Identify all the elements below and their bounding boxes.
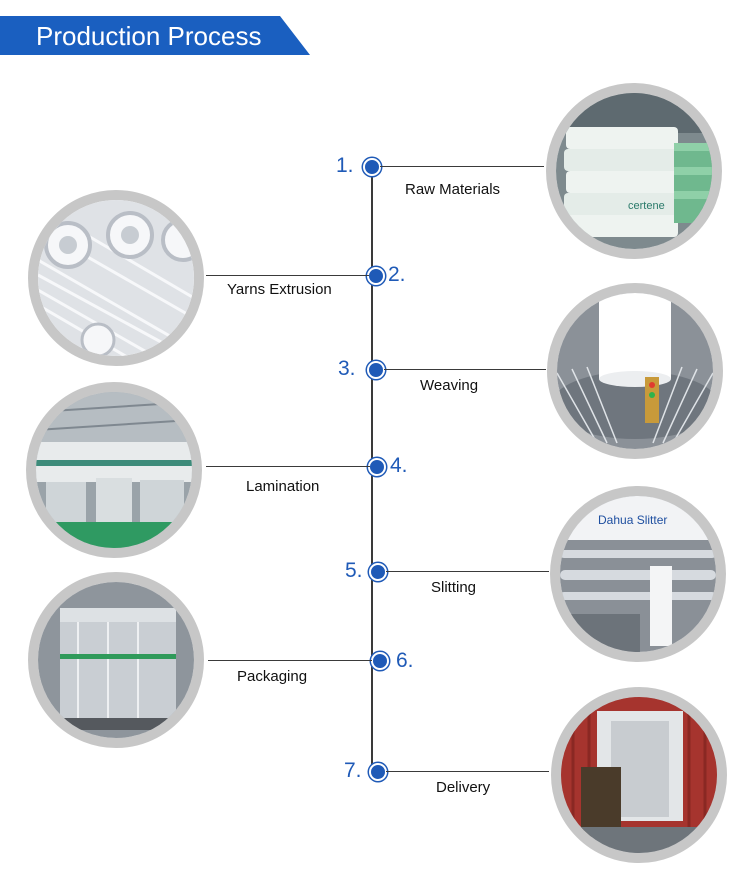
weaving-photo [547,283,723,459]
step-label-7: Delivery [436,779,491,796]
header-title: Production Process [36,21,262,51]
packaging-photo [28,572,204,748]
step-label-3: Weaving [420,377,479,394]
step-label-4: Lamination [246,478,320,495]
connector-1 [380,166,544,167]
step-number-4: 4. [390,454,408,477]
connector-3 [384,369,546,370]
yarns-extrusion-photo [28,190,204,366]
delivery-photo [551,687,727,863]
connector-2 [206,275,369,276]
step-node-7 [369,763,387,781]
step-node-5 [369,563,387,581]
step-number-6: 6. [396,649,414,672]
slitting-photo: Dahua Slitter [550,486,726,662]
connector-6 [208,660,372,661]
step-node-3 [367,361,385,379]
step-number-1: 1. [336,154,354,177]
step-number-7: 7. [344,759,362,782]
step-node-1 [363,158,381,176]
step-node-6 [371,652,389,670]
connector-7 [386,771,549,772]
step-label-5: Slitting [431,579,477,596]
step-label-6: Packaging [237,668,308,685]
step-node-4 [368,458,386,476]
step-label-2: Yarns Extrusion [227,281,332,298]
step-number-2: 2. [388,263,406,286]
lamination-photo [26,382,202,558]
step-label-1: Raw Materials [405,181,501,198]
connector-5 [386,571,549,572]
step-node-2 [367,267,385,285]
raw-materials-photo: certene [546,83,722,259]
section-header: Production Process [0,16,310,55]
connector-4 [206,466,370,467]
step-number-5: 5. [345,559,363,582]
slitter-sign-text: Dahua Slitter [598,513,667,527]
bag-brand-text: certene [628,200,665,212]
step-number-3: 3. [338,357,356,380]
